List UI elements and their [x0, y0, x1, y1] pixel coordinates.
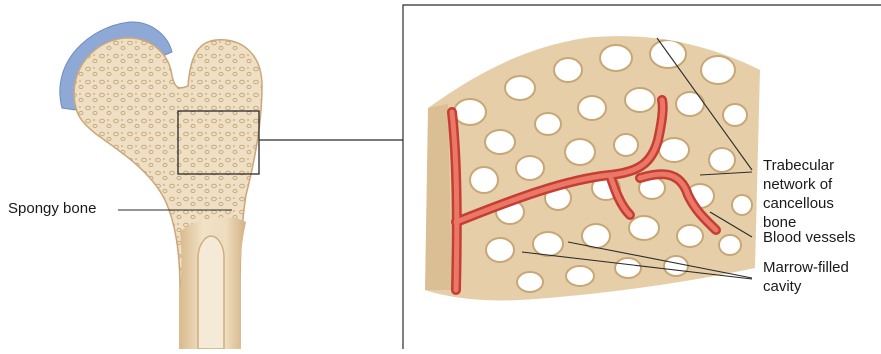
label-spongy-bone: Spongy bone: [8, 199, 96, 218]
femur-illustration: [60, 22, 262, 349]
label-trabecular-line-3: cancellous: [763, 194, 834, 213]
label-trabecular-network: Trabecular network of cancellous bone: [763, 156, 834, 232]
label-trabecular-line-2: network of: [763, 175, 834, 194]
label-marrow-cavity: Marrow-filled cavity: [763, 258, 849, 296]
label-marrow-line-2: cavity: [763, 277, 849, 296]
label-marrow-line-1: Marrow-filled: [763, 258, 849, 277]
trabecular-block: [420, 30, 765, 305]
medullary-canal: [198, 236, 224, 349]
label-blood-vessels: Blood vessels: [763, 228, 856, 247]
label-trabecular-line-1: Trabecular: [763, 156, 834, 175]
